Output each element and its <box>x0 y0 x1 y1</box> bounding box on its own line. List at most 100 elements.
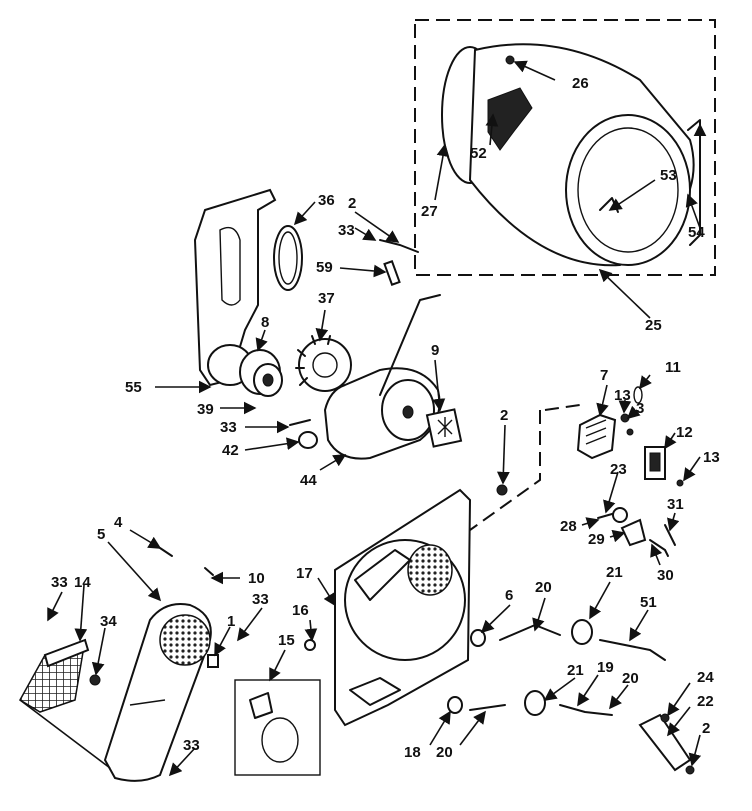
screw-33-motor <box>289 419 311 426</box>
motor-clip-42 <box>298 431 318 449</box>
leader-lines <box>19 60 707 777</box>
drum-seal-ring-36 <box>273 225 303 291</box>
callout-27: 27 <box>421 203 438 220</box>
screw-3 <box>620 413 630 423</box>
callout-2-leg: 2 <box>702 720 710 737</box>
callout-26: 26 <box>572 75 589 92</box>
callout-28: 28 <box>560 518 577 535</box>
callout-44: 44 <box>300 472 317 489</box>
roller-assembly <box>447 619 695 775</box>
bulkhead-panel <box>193 188 277 387</box>
drum-assembly-boundary <box>414 19 716 276</box>
kit-box <box>234 679 321 776</box>
callout-36: 36 <box>318 192 335 209</box>
callout-30: 30 <box>657 567 674 584</box>
callout-25: 25 <box>645 317 662 334</box>
screw-13-upper <box>626 428 634 436</box>
callout-31: 31 <box>667 496 684 513</box>
callout-33-bottom: 33 <box>183 737 200 754</box>
callout-51: 51 <box>640 594 657 611</box>
screw-4-10 <box>159 547 214 576</box>
callout-19: 19 <box>597 659 614 676</box>
callout-labels: 26 27 52 53 54 25 36 2 33 59 37 8 55 39 … <box>51 75 720 761</box>
drum-front-inner-ring <box>577 127 679 253</box>
callout-20-a: 20 <box>535 579 552 596</box>
roller-shaft-51 <box>599 639 666 661</box>
blower-fins <box>295 335 331 386</box>
callout-15: 15 <box>278 632 295 649</box>
roller-18 <box>447 696 463 714</box>
callout-33-front: 33 <box>252 591 269 608</box>
clip-59 <box>383 260 401 286</box>
switch-symbol <box>437 417 453 437</box>
screw-2-upper <box>379 239 419 253</box>
screw-2-leg <box>685 765 695 775</box>
washer-24 <box>660 713 670 723</box>
callout-20-c: 20 <box>622 670 639 687</box>
washer-23 <box>612 507 628 523</box>
callout-53: 53 <box>660 167 677 184</box>
callout-2-upper: 2 <box>348 195 356 212</box>
callout-8: 8 <box>261 314 269 331</box>
callout-23: 23 <box>610 461 627 478</box>
screw-13-lower <box>676 479 684 487</box>
callout-4: 4 <box>114 514 123 531</box>
blower-wheel <box>295 335 352 392</box>
callout-16: 16 <box>292 602 309 619</box>
drum-assembly <box>414 19 716 276</box>
screw-28 <box>597 513 613 519</box>
front-bulkhead <box>18 547 219 782</box>
callout-2-mid: 2 <box>500 407 508 424</box>
roller-6 <box>470 629 486 647</box>
spring-30 <box>649 539 669 557</box>
callout-21-b: 21 <box>567 662 584 679</box>
drum-screw-26 <box>505 55 515 65</box>
thermostat-assembly <box>469 386 684 557</box>
callout-18: 18 <box>404 744 421 761</box>
thermostat-7 <box>576 413 617 460</box>
clip-34 <box>89 674 101 686</box>
clip-31 <box>664 524 676 546</box>
drum-baffle-52 <box>487 87 533 151</box>
kit-15 <box>234 679 321 776</box>
callout-29: 29 <box>588 531 605 548</box>
kit-belt-loop <box>261 717 299 763</box>
callout-37: 37 <box>318 290 335 307</box>
callout-6: 6 <box>505 587 513 604</box>
callout-5: 5 <box>97 526 105 543</box>
callout-13-lower: 13 <box>703 449 720 466</box>
roller-16 <box>304 639 316 651</box>
callout-59: 59 <box>316 259 333 276</box>
front-bulkhead-slot <box>129 699 166 706</box>
drive-belt-line <box>379 294 441 396</box>
callout-34: 34 <box>100 613 117 630</box>
callout-7: 7 <box>600 367 608 384</box>
callout-42: 42 <box>222 442 239 459</box>
bulkhead-slot <box>219 226 241 306</box>
callout-11: 11 <box>665 359 681 376</box>
callout-33-mid: 33 <box>220 419 237 436</box>
callout-12: 12 <box>676 424 693 441</box>
roller-shaft-19 <box>559 704 613 716</box>
callout-10: 10 <box>248 570 265 587</box>
cabinet-base <box>304 484 508 727</box>
drum-front-opening <box>565 114 691 266</box>
rear-bearing <box>239 349 283 397</box>
leveling-leg-22 <box>638 713 692 772</box>
callout-1: 1 <box>227 613 235 630</box>
front-bulkhead-grill <box>159 614 211 666</box>
callout-20-b: 20 <box>436 744 453 761</box>
screw-2-mid <box>496 484 508 496</box>
callout-22: 22 <box>697 693 714 710</box>
clip-11 <box>633 386 643 404</box>
kit-part-a <box>249 692 273 719</box>
callout-52: 52 <box>470 145 487 162</box>
callout-3: 3 <box>636 400 644 417</box>
callout-39: 39 <box>197 401 214 418</box>
wire-harness <box>469 404 581 531</box>
callout-33-screen: 33 <box>51 574 68 591</box>
base-foot-bracket <box>349 677 401 706</box>
callout-9: 9 <box>431 342 439 359</box>
